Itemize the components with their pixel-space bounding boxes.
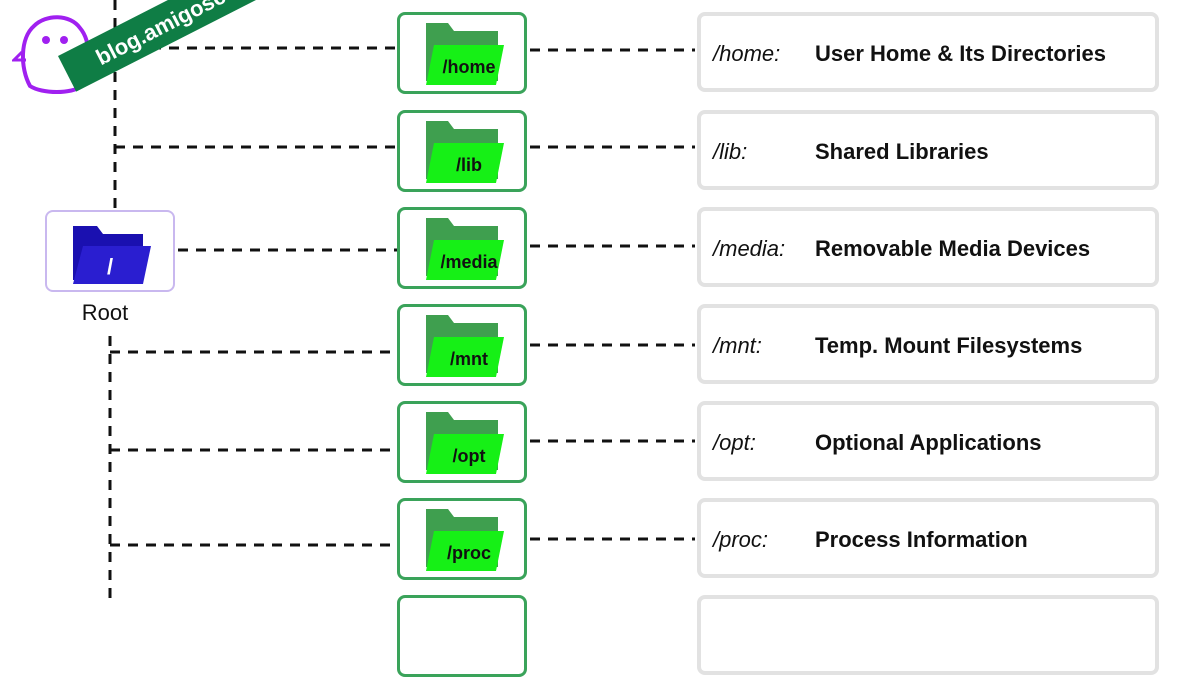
desc-path: /lib: <box>713 139 748 164</box>
desc-text: Temp. Mount Filesystems <box>815 333 1083 358</box>
desc-text: Removable Media Devices <box>815 236 1091 261</box>
folder-node-media[interactable]: /media <box>397 207 527 289</box>
desc-path: /home: <box>713 41 781 66</box>
folder-label: /mnt <box>450 349 488 369</box>
folder-label: /proc <box>446 543 491 563</box>
folder-node-lib[interactable]: /lib <box>397 110 527 192</box>
folder-icon <box>426 509 504 571</box>
desc-box-mnt: /mnt: Temp. Mount Filesystems <box>697 304 1159 384</box>
desc-text: Optional Applications <box>815 430 1042 455</box>
folder-icon <box>426 23 504 85</box>
folder-icon <box>426 412 504 474</box>
folder-node-next[interactable] <box>397 595 527 677</box>
desc-box-lib: /lib: Shared Libraries <box>697 110 1159 190</box>
desc-box-media: /media: Removable Media Devices <box>697 207 1159 287</box>
desc-path: /media: <box>713 236 786 261</box>
desc-box-next <box>697 595 1159 675</box>
folder-label: /home <box>442 57 496 77</box>
desc-box-opt: /opt: Optional Applications <box>697 401 1159 481</box>
folder-icon <box>426 315 504 377</box>
desc-box-proc: /proc: Process Information <box>697 498 1159 578</box>
desc-text: Shared Libraries <box>815 139 989 164</box>
folder-icon <box>426 218 504 280</box>
desc-text: Process Information <box>815 527 1028 552</box>
folder-node-proc[interactable]: /proc <box>397 498 527 580</box>
folder-node-opt[interactable]: /opt <box>397 401 527 483</box>
folder-label: /lib <box>456 155 482 175</box>
folder-node-mnt[interactable]: /mnt <box>397 304 527 386</box>
desc-path: /opt: <box>713 430 756 455</box>
folder-label: /media <box>440 252 498 272</box>
desc-path: /mnt: <box>713 333 762 358</box>
desc-path: /proc: <box>713 527 769 552</box>
folder-icon <box>73 226 151 284</box>
root-node[interactable]: / <box>45 210 175 292</box>
root-glyph: / <box>106 254 114 279</box>
desc-box-home: /home: User Home & Its Directories <box>697 12 1159 92</box>
folder-label: /opt <box>452 446 486 466</box>
connector-lines <box>108 0 695 600</box>
desc-text: User Home & Its Directories <box>815 41 1106 66</box>
root-label: Root <box>81 300 129 325</box>
folder-node-home[interactable]: /home <box>397 12 527 94</box>
folder-icon <box>426 121 504 183</box>
